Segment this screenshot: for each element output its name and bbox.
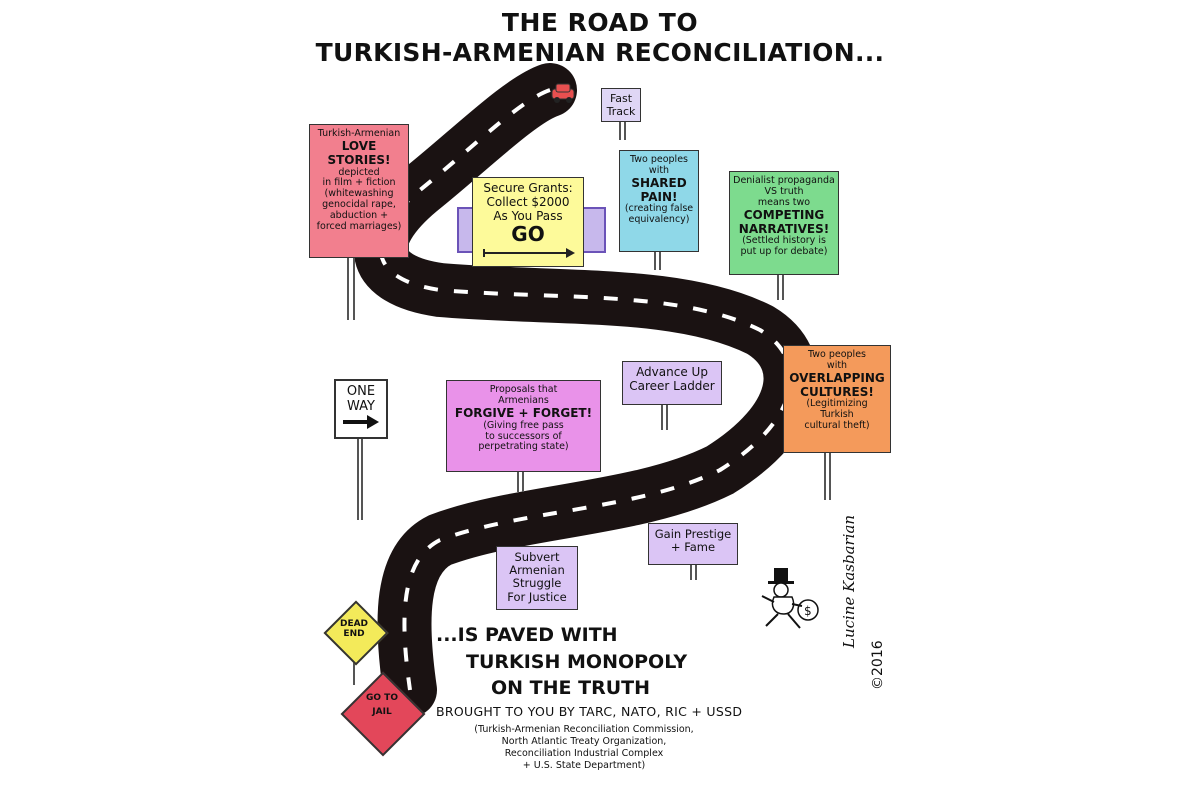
deadend-line-2: END [343, 628, 365, 639]
denial-line-2: VS truth [764, 185, 804, 197]
overlap-line-1: Two peoples [808, 349, 866, 360]
overlapping-cultures-sign: Two peoples with OVERLAPPING CULTURES! (… [783, 345, 891, 453]
one-way-sign: ONE WAY [334, 379, 388, 439]
overlap-line-5: (Legitimizing [806, 398, 868, 410]
credit-line-1: (Turkish-Armenian Reconciliation Commiss… [474, 724, 694, 735]
subvert-line-2: Armenian [509, 563, 565, 578]
svg-text:$: $ [804, 604, 812, 618]
forgive-line-3: FORGIVE + FORGET! [454, 405, 593, 420]
overlap-line-4: CULTURES! [800, 384, 874, 399]
oneway-line-2: WAY [347, 398, 375, 414]
brought-to-you-text: BROUGHT TO YOU BY TARC, NATO, RIC + USSD [436, 704, 743, 719]
paved-line-3: ON THE TRUTH [491, 677, 651, 699]
fast-track-sign: Fast Track [601, 88, 641, 122]
grants-line-2: Collect $2000 [486, 194, 570, 209]
fast-track-line-1: Fast [609, 92, 633, 105]
monopoly-man-icon: $ [761, 568, 819, 629]
fast-track-line-2: Track [606, 104, 636, 118]
oneway-line-1: ONE [346, 384, 376, 399]
love-stories-sign: Turkish-Armenian LOVE STORIES! depicted … [309, 124, 409, 258]
forgive-line-5: to successors of [485, 430, 562, 442]
grants-line-1: Secure Grants: [483, 181, 573, 195]
love-line-7: genocidal rape, [322, 199, 396, 211]
credit-line-3: Reconciliation Industrial Complex [504, 748, 664, 759]
love-line-2: LOVE [341, 138, 377, 153]
arrow-right-icon [343, 414, 379, 429]
jail-line-1: GO TO [366, 693, 398, 703]
title-line-2: TURKISH-ARMENIAN RECONCILIATION... [315, 38, 885, 67]
forgive-line-6: perpetrating state) [478, 441, 569, 453]
love-line-9: forced marriages) [316, 221, 402, 233]
overlap-line-7: cultural theft) [804, 420, 870, 432]
artist-year: ©2016 [870, 640, 886, 690]
forgive-line-1: Proposals that [489, 384, 558, 395]
love-line-6: (whitewashing [324, 188, 394, 200]
deadend-line-1: DEAD [339, 619, 369, 629]
subvert-line-3: Struggle [512, 576, 562, 591]
secure-grants-sign: Secure Grants: Collect $2000 As You Pass… [472, 177, 584, 267]
love-line-8: abduction + [329, 210, 389, 222]
title-line-1: THE ROAD TO [501, 8, 699, 37]
career-line-2: Career Ladder [629, 378, 715, 393]
denial-line-3: means two [757, 196, 811, 208]
shared-line-5: (creating false [624, 203, 694, 215]
credit-line-2: North Atlantic Treaty Organization, [501, 736, 667, 747]
prestige-line-2: + Fame [670, 540, 716, 555]
career-ladder-sign: Advance Up Career Ladder [622, 361, 722, 405]
jail-text: GO TO JAIL [352, 692, 412, 719]
love-line-1: Turkish-Armenian [317, 128, 401, 139]
prestige-fame-sign: Gain Prestige + Fame [648, 523, 738, 565]
love-line-3: STORIES! [327, 152, 391, 167]
grants-line-3: As You Pass [493, 208, 563, 223]
denial-line-7: put up for debate) [740, 246, 828, 258]
love-line-5: in film + fiction [322, 177, 396, 189]
shared-line-1: Two peoples [630, 154, 688, 165]
arrow-right-icon [483, 248, 575, 259]
denial-line-1: Denialist propaganda [733, 175, 835, 186]
subvert-line-1: Subvert [514, 550, 560, 564]
dead-end-text: DEAD END [333, 619, 375, 640]
overlap-line-2: with [826, 359, 848, 371]
love-line-4: depicted [338, 166, 380, 178]
subvert-struggle-sign: Subvert Armenian Struggle For Justice [496, 546, 578, 610]
denial-line-5: NARRATIVES! [738, 221, 830, 236]
overlap-line-6: Turkish [820, 409, 854, 421]
shared-line-2: with [648, 164, 670, 176]
car-icon [551, 83, 575, 103]
forgive-line-4: (Giving free pass [483, 419, 564, 431]
subvert-line-4: For Justice [507, 589, 567, 604]
shared-line-4: PAIN! [640, 189, 678, 204]
denial-line-6: (Settled history is [742, 235, 826, 247]
shared-line-6: equivalency) [628, 214, 690, 226]
competing-narratives-sign: Denialist propaganda VS truth means two … [729, 171, 839, 275]
paved-line-1: ...IS PAVED WITH [436, 624, 618, 646]
credit-line-4: + U.S. State Department) [522, 760, 646, 771]
forgive-forget-sign: Proposals that Armenians FORGIVE + FORGE… [446, 380, 601, 472]
forgive-line-2: Armenians [498, 394, 549, 406]
denial-line-4: COMPETING [743, 207, 825, 222]
career-line-1: Advance Up [636, 365, 708, 379]
jail-line-2: JAIL [372, 706, 392, 717]
prestige-line-1: Gain Prestige [654, 527, 732, 541]
grants-go: GO [511, 222, 545, 247]
shared-line-3: SHARED [631, 175, 687, 190]
paved-line-2: TURKISH MONOPOLY [466, 651, 688, 673]
overlap-line-3: OVERLAPPING [789, 370, 885, 385]
shared-pain-sign: Two peoples with SHARED PAIN! (creating … [619, 150, 699, 252]
artist-signature: Lucine Kasbarian [840, 514, 858, 648]
